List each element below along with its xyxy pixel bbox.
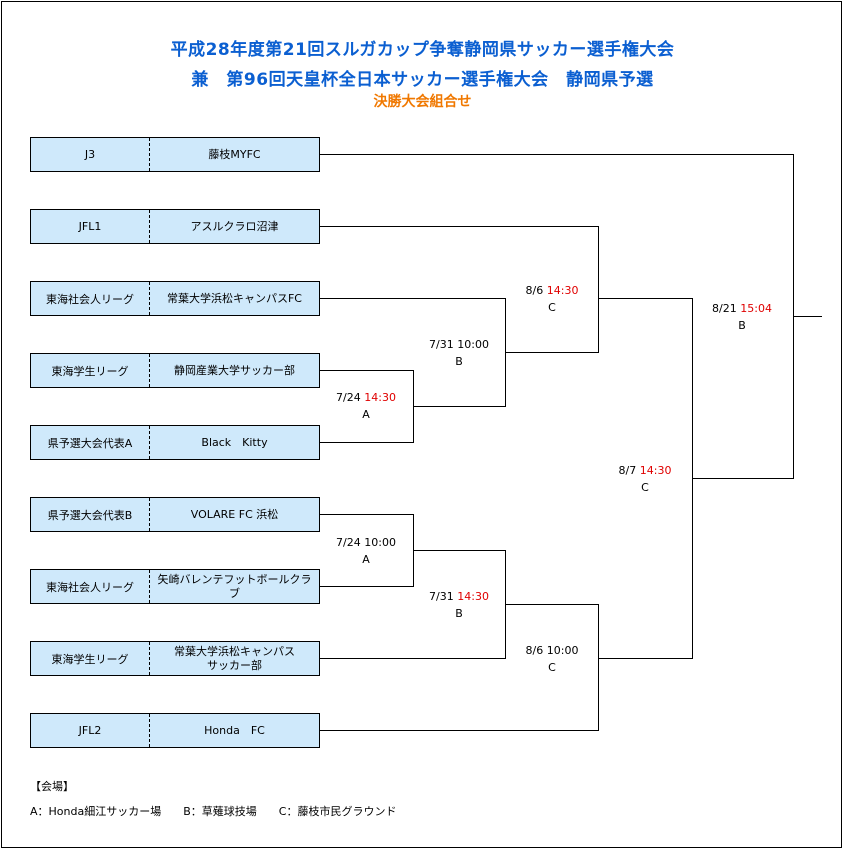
- match-venue: C: [548, 301, 556, 314]
- match-venue: C: [641, 481, 649, 494]
- match-venue: C: [548, 661, 556, 674]
- match-date: 7/31 10:00: [429, 338, 489, 351]
- match-time: 14:30: [546, 284, 579, 297]
- match-label: 7/24 10:00 A: [306, 534, 426, 568]
- team-name: Black Kitty: [201, 435, 268, 449]
- venue-heading: 【会場】: [30, 780, 74, 793]
- team-category: JFL1: [31, 210, 150, 243]
- match-venue: B: [738, 319, 746, 332]
- match-venue: A: [362, 553, 370, 566]
- team-box: 県予選大会代表A Black Kitty: [30, 425, 320, 460]
- match-venue: B: [455, 607, 463, 620]
- team-category: 東海学生リーグ: [31, 642, 150, 675]
- match-date: 8/7: [618, 464, 640, 477]
- team-category: 東海学生リーグ: [31, 354, 150, 387]
- match-time: 15:04: [740, 302, 772, 315]
- tournament-title-line1: 平成28年度第21回スルガカップ争奪静岡県サッカー選手権大会: [170, 40, 675, 60]
- team-name: 藤枝MYFC: [208, 147, 261, 161]
- match-time: 14:30: [639, 464, 672, 477]
- bracket-subtitle: 決勝大会組合せ: [373, 94, 472, 110]
- match-date: 7/31: [429, 590, 458, 603]
- match-date: 7/24: [336, 391, 365, 404]
- team-box: 東海社会人リーグ 常葉大学浜松キャンパスFC: [30, 281, 320, 316]
- team-box: J3 藤枝MYFC: [30, 137, 320, 172]
- team-box: 東海学生リーグ 常葉大学浜松キャンパス サッカー部: [30, 641, 320, 676]
- team-category: 東海社会人リーグ: [31, 282, 150, 315]
- match-venue: B: [455, 355, 463, 368]
- match-date: 8/21: [712, 302, 741, 315]
- team-name: 静岡産業大学サッカー部: [174, 363, 295, 377]
- team-category: J3: [31, 138, 150, 171]
- team-name: Honda FC: [204, 723, 265, 737]
- team-box: 東海学生リーグ 静岡産業大学サッカー部: [30, 353, 320, 388]
- bracket-line-qf-b: [320, 604, 599, 731]
- team-category: 県予選大会代表A: [31, 426, 150, 459]
- match-label: 8/6 10:00 C: [492, 642, 612, 676]
- team-name: VOLARE FC 浜松: [190, 507, 279, 521]
- team-name: アスルクラロ沼津: [190, 219, 279, 233]
- team-box: 東海社会人リーグ 矢崎バレンテフットボールクラブ: [30, 569, 320, 604]
- venue-list: A：Honda細江サッカー場 B：草薙球技場 C：藤枝市民グラウンド: [30, 805, 397, 818]
- team-box: 県予選大会代表B VOLARE FC 浜松: [30, 497, 320, 532]
- match-time: 14:30: [457, 590, 489, 603]
- team-name: 常葉大学浜松キャンパスFC: [166, 291, 302, 305]
- team-name: 矢崎バレンテフットボールクラブ: [157, 572, 312, 600]
- team-box: JFL1 アスルクラロ沼津: [30, 209, 320, 244]
- match-label: 8/7 14:30 C: [585, 462, 705, 496]
- match-date: 8/6 10:00: [525, 644, 579, 657]
- team-category: 県予選大会代表B: [31, 498, 150, 531]
- match-venue: A: [362, 408, 370, 421]
- match-label: 7/24 14:30 A: [306, 389, 426, 423]
- team-category: 東海社会人リーグ: [31, 570, 150, 603]
- match-date: 7/24 10:00: [336, 536, 396, 549]
- match-label: 7/31 14:30 B: [399, 588, 519, 622]
- team-box: JFL2 Honda FC: [30, 713, 320, 748]
- match-label: 7/31 10:00 B: [399, 336, 519, 370]
- team-name: 常葉大学浜松キャンパス サッカー部: [174, 644, 295, 672]
- match-date: 8/6: [525, 284, 547, 297]
- bracket-line-qf-a: [320, 226, 599, 353]
- match-label: 8/6 14:30 C: [492, 282, 612, 316]
- tournament-title-line2: 兼 第96回天皇杯全日本サッカー選手権大会 静岡県予選: [191, 70, 654, 90]
- match-label: 8/21 15:04 B: [682, 300, 802, 334]
- team-category: JFL2: [31, 714, 150, 747]
- match-time: 14:30: [364, 391, 396, 404]
